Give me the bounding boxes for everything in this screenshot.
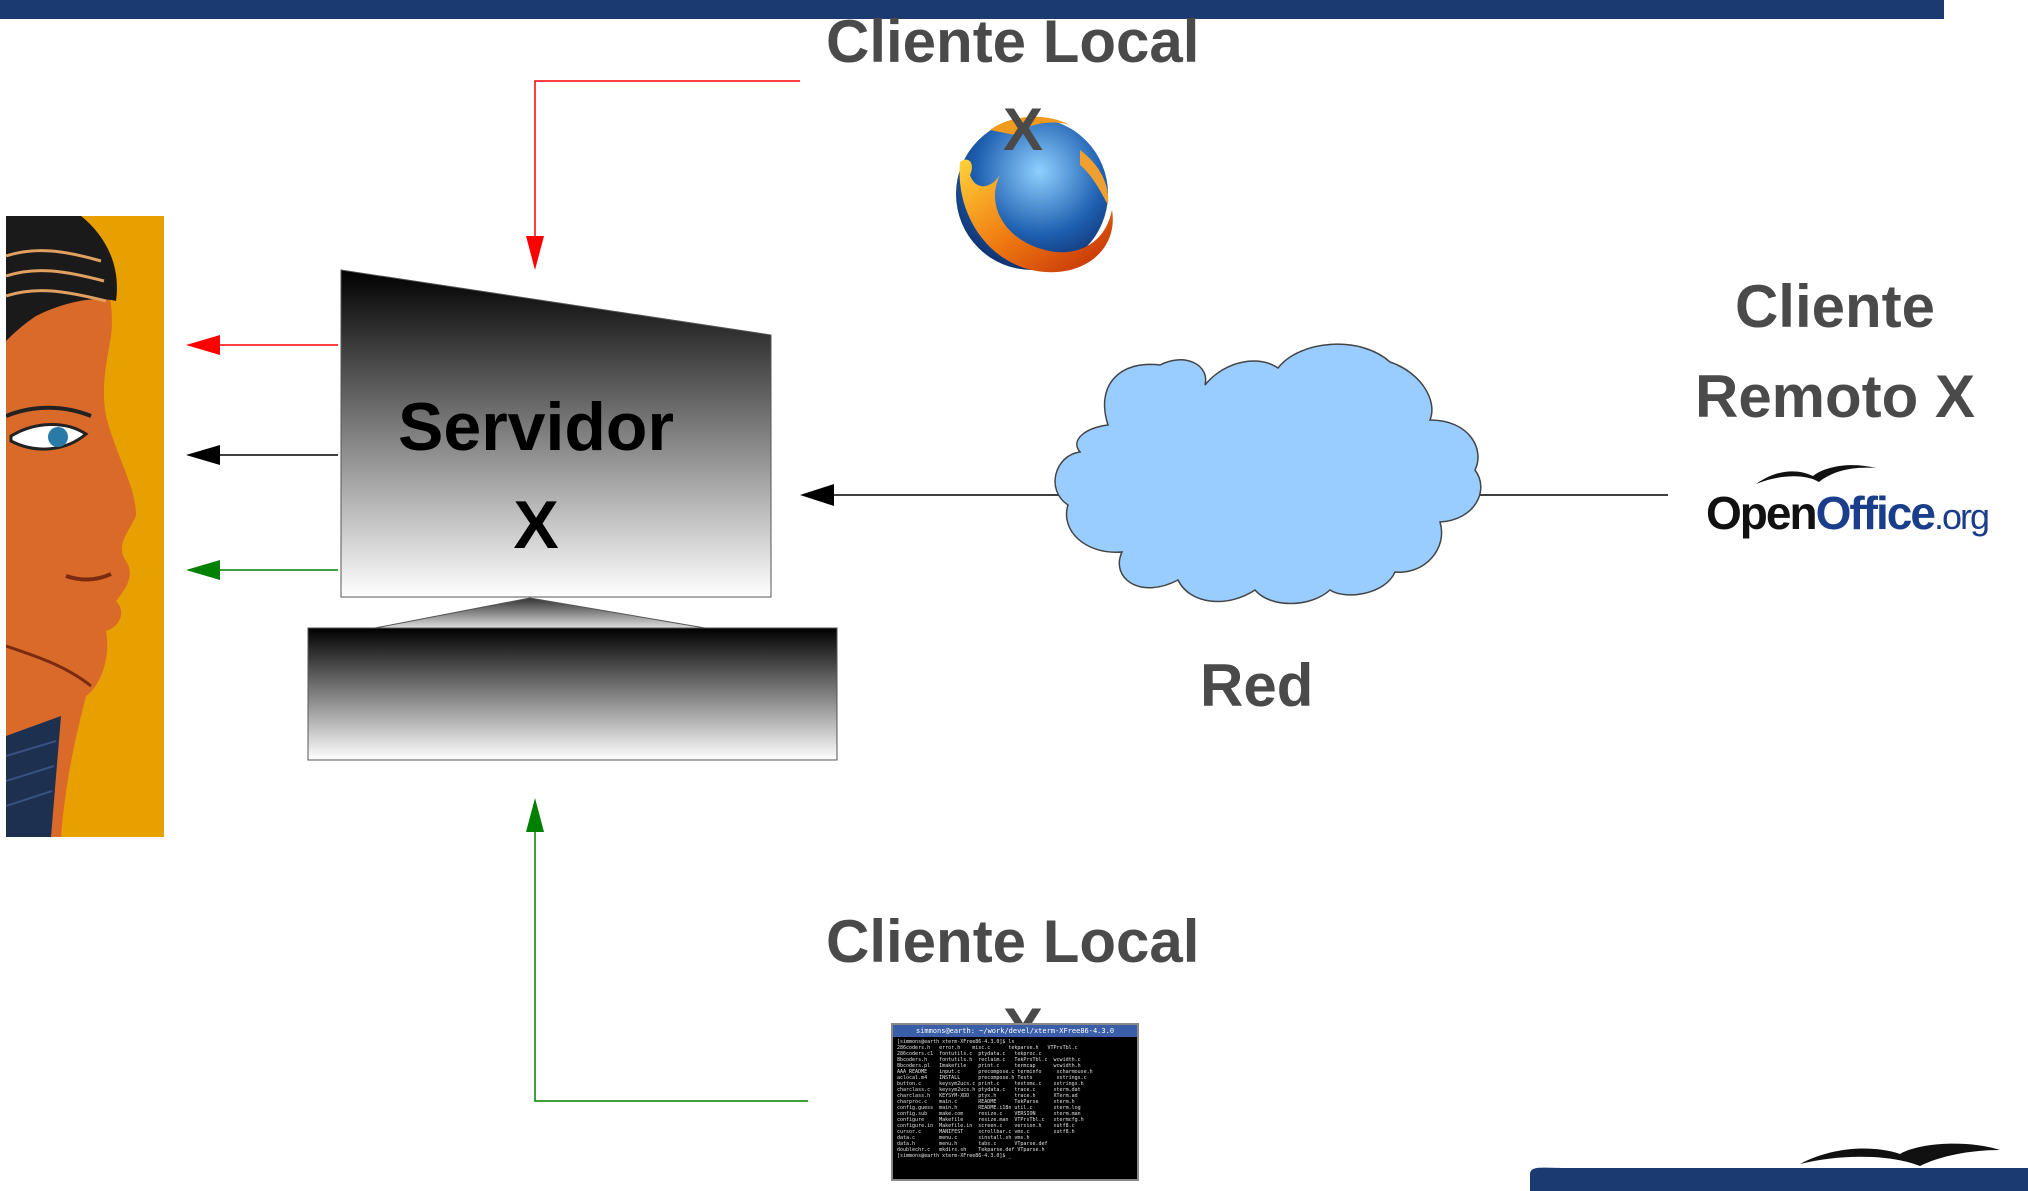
xterm-line: config.guess main.h README.i18n util.c x… bbox=[897, 1105, 1081, 1111]
xterm-line: config.sub make.com resize.c VERSION xte… bbox=[897, 1111, 1081, 1117]
remote-client-label: Cliente Remoto X bbox=[1660, 262, 2010, 442]
local-client-top-label: Cliente Local bbox=[826, 8, 1200, 75]
network-label: Red bbox=[1200, 652, 1314, 719]
local-client-bottom-label: Cliente Local bbox=[826, 908, 1200, 975]
xterm-line: data.h menu.h tabs.c VTparse.def bbox=[897, 1141, 1048, 1147]
xterm-line: 8bcoders.pl Imakefile print.c termcap wc… bbox=[897, 1063, 1081, 1069]
xterm-line: cursor.c MANIFEST scrollbar.c vms.c xutf… bbox=[897, 1129, 1075, 1135]
xterm-line: doublechr.c mkdirs.sh Tekparse.def VTpar… bbox=[897, 1147, 1045, 1153]
server-label-line2: X bbox=[513, 487, 559, 563]
xterm-line: charclass.h KEYSYM-XDD ptyx.h trace.h XT… bbox=[897, 1093, 1078, 1099]
arrow-top-client-to-server bbox=[526, 80, 800, 270]
arrow-server-to-user-red bbox=[186, 335, 338, 355]
xterm-title: simmons@earth: ~/work/devel/xterm-XFree8… bbox=[893, 1025, 1137, 1037]
firefox-icon bbox=[956, 116, 1113, 273]
xterm-line: configure.in Makefile.in screen.c versio… bbox=[897, 1123, 1075, 1129]
user-face-illustration bbox=[6, 216, 164, 837]
xterm-line: AAA_README input.c precompose.c terminfo… bbox=[897, 1069, 1093, 1075]
xterm-line: data.c menu.c sinstall.sh vms.h bbox=[897, 1135, 1030, 1141]
arrow-bottom-client-to-server bbox=[526, 798, 808, 1102]
openoffice-wordmark: OpenOffice.org bbox=[1706, 486, 1990, 540]
openoffice-logo: OpenOffice.org bbox=[1706, 458, 2006, 548]
xterm-line: charclass.c keysym2ucs.h ptydata.c trace… bbox=[897, 1087, 1081, 1093]
xterm-line: button.c keysym2ucs.c print.c testxmc.c … bbox=[897, 1081, 1084, 1087]
server-x-label: Servidor X bbox=[341, 378, 731, 574]
xterm-line: 8bcoders.h fontutils.h reclaim.c TekPrsT… bbox=[897, 1057, 1081, 1063]
xterm-line: charproc.c main.c README TekParse xterm.… bbox=[897, 1099, 1075, 1105]
openoffice-office: Office bbox=[1815, 487, 1936, 539]
remote-label-line1: Cliente bbox=[1734, 273, 1936, 340]
xterm-line: [simmons@earth xterm-XFree86-4.3.0]$ _ bbox=[897, 1153, 1012, 1159]
server-monitor bbox=[307, 269, 838, 761]
arrow-server-to-user-black bbox=[186, 445, 338, 465]
local-client-top-x: X bbox=[1003, 96, 1044, 163]
xterm-line: 286coders.h error.h misc.c tekparse.h VT… bbox=[897, 1045, 1078, 1051]
remote-label-line2: Remoto X bbox=[1694, 363, 1976, 430]
footer-decoration bbox=[1530, 1143, 2028, 1191]
xterm-line: 286coders.c1 fontutils.c ptydata.c tekpr… bbox=[897, 1051, 1042, 1057]
openoffice-org: .org bbox=[1933, 496, 1990, 537]
openoffice-open: Open bbox=[1706, 487, 1818, 539]
arrow-server-to-user-green bbox=[186, 560, 338, 580]
xterm-line: [simmons@earth xterm-XFree86-4.3.0]$ ls bbox=[897, 1039, 1015, 1045]
top-title-bar bbox=[0, 0, 1944, 19]
gull-icon bbox=[1756, 465, 1876, 484]
xterm-line: configure Makefile resize.man VTPrsTbl.c… bbox=[897, 1117, 1084, 1123]
xterm-window: simmons@earth: ~/work/devel/xterm-XFree8… bbox=[891, 1023, 1139, 1181]
network-cloud bbox=[1054, 343, 1482, 605]
xterm-line: aclocal.m4 INSTALL precompose.h Tests xs… bbox=[897, 1075, 1087, 1081]
server-label-line1: Servidor bbox=[398, 389, 674, 465]
